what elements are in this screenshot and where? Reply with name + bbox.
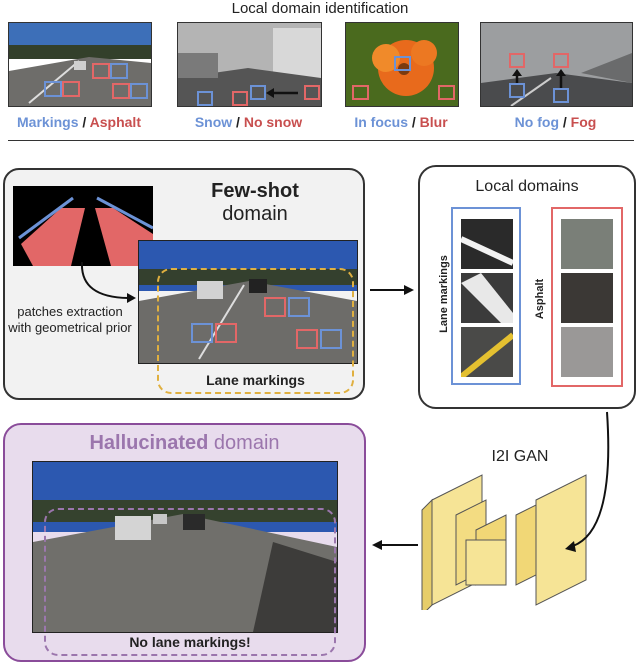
flower-image bbox=[346, 23, 458, 106]
no-lane-markings-label: No lane markings! bbox=[129, 634, 251, 650]
patches-annotation: patches extraction with geometrical prio… bbox=[8, 304, 132, 335]
caption-markings-asphalt: Markings / Asphalt bbox=[17, 114, 141, 130]
thumbnail-fog bbox=[480, 22, 633, 107]
arrow-left-icon bbox=[372, 540, 418, 550]
thumbnail-flower bbox=[345, 22, 459, 107]
lane-markings-label: Lane markings bbox=[206, 372, 305, 388]
fewshot-title: Few-shot domain bbox=[185, 180, 325, 226]
lane-markings-column bbox=[451, 207, 521, 385]
hallucinated-title: Hallucinated domain bbox=[3, 432, 366, 455]
caption-snow-nosnow: Snow / No snow bbox=[194, 114, 303, 130]
arrow-icon bbox=[512, 69, 566, 88]
local-domains-title: Local domains bbox=[475, 178, 579, 195]
hallucinated-title-bold: Hallucinated bbox=[89, 432, 209, 454]
gan-label: I2I GAN bbox=[491, 448, 549, 465]
no-lane-markings-region bbox=[44, 508, 336, 656]
caption-nofog-fog: No fog / Fog bbox=[514, 114, 597, 130]
curved-arrow-icon bbox=[80, 261, 136, 303]
lane-markings-region bbox=[157, 268, 354, 394]
fewshot-road-image bbox=[138, 240, 358, 364]
lane-segmentation-mask bbox=[13, 186, 154, 266]
asphalt-column bbox=[551, 207, 623, 387]
hallucinated-road-image bbox=[32, 461, 338, 633]
thumbnail-road bbox=[8, 22, 152, 107]
fewshot-title-rest: domain bbox=[222, 203, 288, 225]
section-title: Local domain identification bbox=[231, 0, 409, 17]
lane-markings-vertical-label: Lane markings bbox=[438, 255, 450, 333]
gan-network-icon bbox=[421, 474, 587, 610]
divider bbox=[8, 140, 634, 141]
curved-arrow-icon bbox=[565, 411, 610, 552]
arrow-icon bbox=[266, 88, 298, 98]
asphalt-vertical-label: Asphalt bbox=[534, 278, 546, 320]
fewshot-title-bold: Few-shot bbox=[211, 180, 299, 202]
arrow-right-icon bbox=[370, 285, 414, 295]
thumbnail-snow bbox=[177, 22, 322, 107]
hallucinated-title-rest: domain bbox=[208, 432, 280, 454]
caption-focus-blur: In focus / Blur bbox=[354, 114, 448, 130]
